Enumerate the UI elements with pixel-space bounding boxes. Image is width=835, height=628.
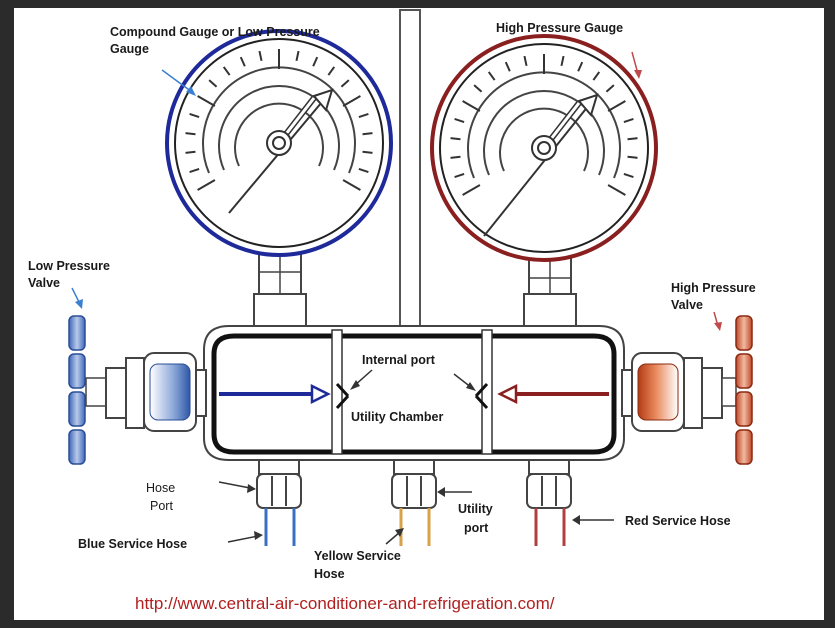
manifold-body — [203, 325, 625, 461]
gauge-tick — [473, 84, 483, 93]
gauge-tick — [189, 113, 200, 118]
gauge-tick — [577, 61, 584, 72]
high-gauge-needle — [483, 94, 598, 237]
gauge-tick — [340, 79, 350, 88]
gauge-tick — [623, 118, 634, 123]
low-valve-label-line1: Low Pressure — [28, 259, 110, 273]
gauge-tick — [592, 71, 601, 81]
high-valve-label-line2: Valve — [671, 298, 703, 312]
gauge-tick — [295, 50, 300, 62]
high-gauge-label: High Pressure Gauge — [496, 21, 623, 35]
gauge-tick — [627, 137, 638, 141]
gauge-tick — [504, 61, 511, 72]
gauge-tick — [358, 113, 369, 118]
gauge-tick — [454, 173, 465, 178]
gauge-tick — [462, 100, 481, 112]
gauge-tick — [487, 71, 496, 81]
diagram-frame: Compound Gauge or Low Pressure Gauge Hig… — [14, 8, 824, 620]
low-gauge-ticks — [185, 49, 373, 191]
red-hose-port[interactable] — [526, 459, 572, 546]
hose-port-label-line2: Port — [150, 499, 173, 513]
gauge-tick — [342, 95, 361, 107]
red-hose-label: Red Service Hose — [625, 514, 731, 528]
compound-gauge-label-line1: Compound Gauge or Low Pressure — [110, 25, 320, 39]
gauge-tick — [342, 179, 361, 191]
gauge-tick — [607, 184, 626, 196]
utility-port-label-line1: Utility — [458, 502, 493, 516]
gauge-tick — [358, 168, 369, 173]
gauge-tick — [560, 55, 565, 67]
gauge-tick — [239, 56, 246, 67]
gauge-tick — [607, 100, 626, 112]
gauge-tick — [627, 155, 638, 159]
yellow-hose-label-line2: Hose — [314, 567, 345, 581]
low-sight-glass — [149, 363, 191, 421]
high-sight-glass — [637, 363, 679, 421]
gauge-tick — [197, 179, 216, 191]
gauge-tick — [362, 150, 373, 154]
compound-gauge-label-line2: Gauge — [110, 42, 149, 56]
utility-chamber-label: Utility Chamber — [351, 410, 444, 424]
blue-hose-port[interactable] — [256, 459, 302, 546]
low-pressure-valve[interactable] — [68, 315, 207, 465]
high-pressure-valve[interactable] — [621, 315, 753, 465]
high-valve-label-line1: High Pressure — [671, 281, 756, 295]
gauge-tick — [222, 66, 231, 76]
source-url[interactable]: http://www.central-air-conditioner-and-r… — [135, 594, 555, 613]
manifold-diagram: Compound Gauge or Low Pressure Gauge Hig… — [28, 9, 756, 613]
utility-hose-port[interactable] — [391, 459, 437, 546]
label-pointers — [71, 51, 722, 545]
yellow-hose-label-line1: Yellow Service — [314, 549, 401, 563]
blue-hose-label: Blue Service Hose — [78, 537, 187, 551]
gauge-tick — [450, 155, 461, 159]
gauge-tick — [362, 132, 373, 136]
gauge-tick — [462, 184, 481, 196]
high-pressure-gauge — [430, 34, 658, 331]
gauge-tick — [605, 84, 615, 93]
internal-port-label: Internal port — [362, 353, 436, 367]
gauge-tick — [197, 95, 216, 107]
gauge-tick — [623, 173, 634, 178]
gauge-tick — [312, 56, 319, 67]
high-gauge-ticks — [450, 54, 638, 196]
gauge-tick — [450, 137, 461, 141]
compound-gauge — [165, 29, 393, 331]
hose-port-label-line1: Hose — [146, 481, 175, 495]
low-valve-label-line2: Valve — [28, 276, 60, 290]
gauge-tick — [189, 168, 200, 173]
gauge-tick — [523, 55, 528, 67]
gauge-tick — [454, 118, 465, 123]
utility-port-label-line2: port — [464, 521, 489, 535]
gauge-tick — [185, 150, 196, 154]
gauge-tick — [258, 50, 263, 62]
center-hanger — [399, 9, 421, 331]
gauge-tick — [208, 79, 218, 88]
gauge-tick — [185, 132, 196, 136]
gauge-tick — [327, 66, 336, 76]
